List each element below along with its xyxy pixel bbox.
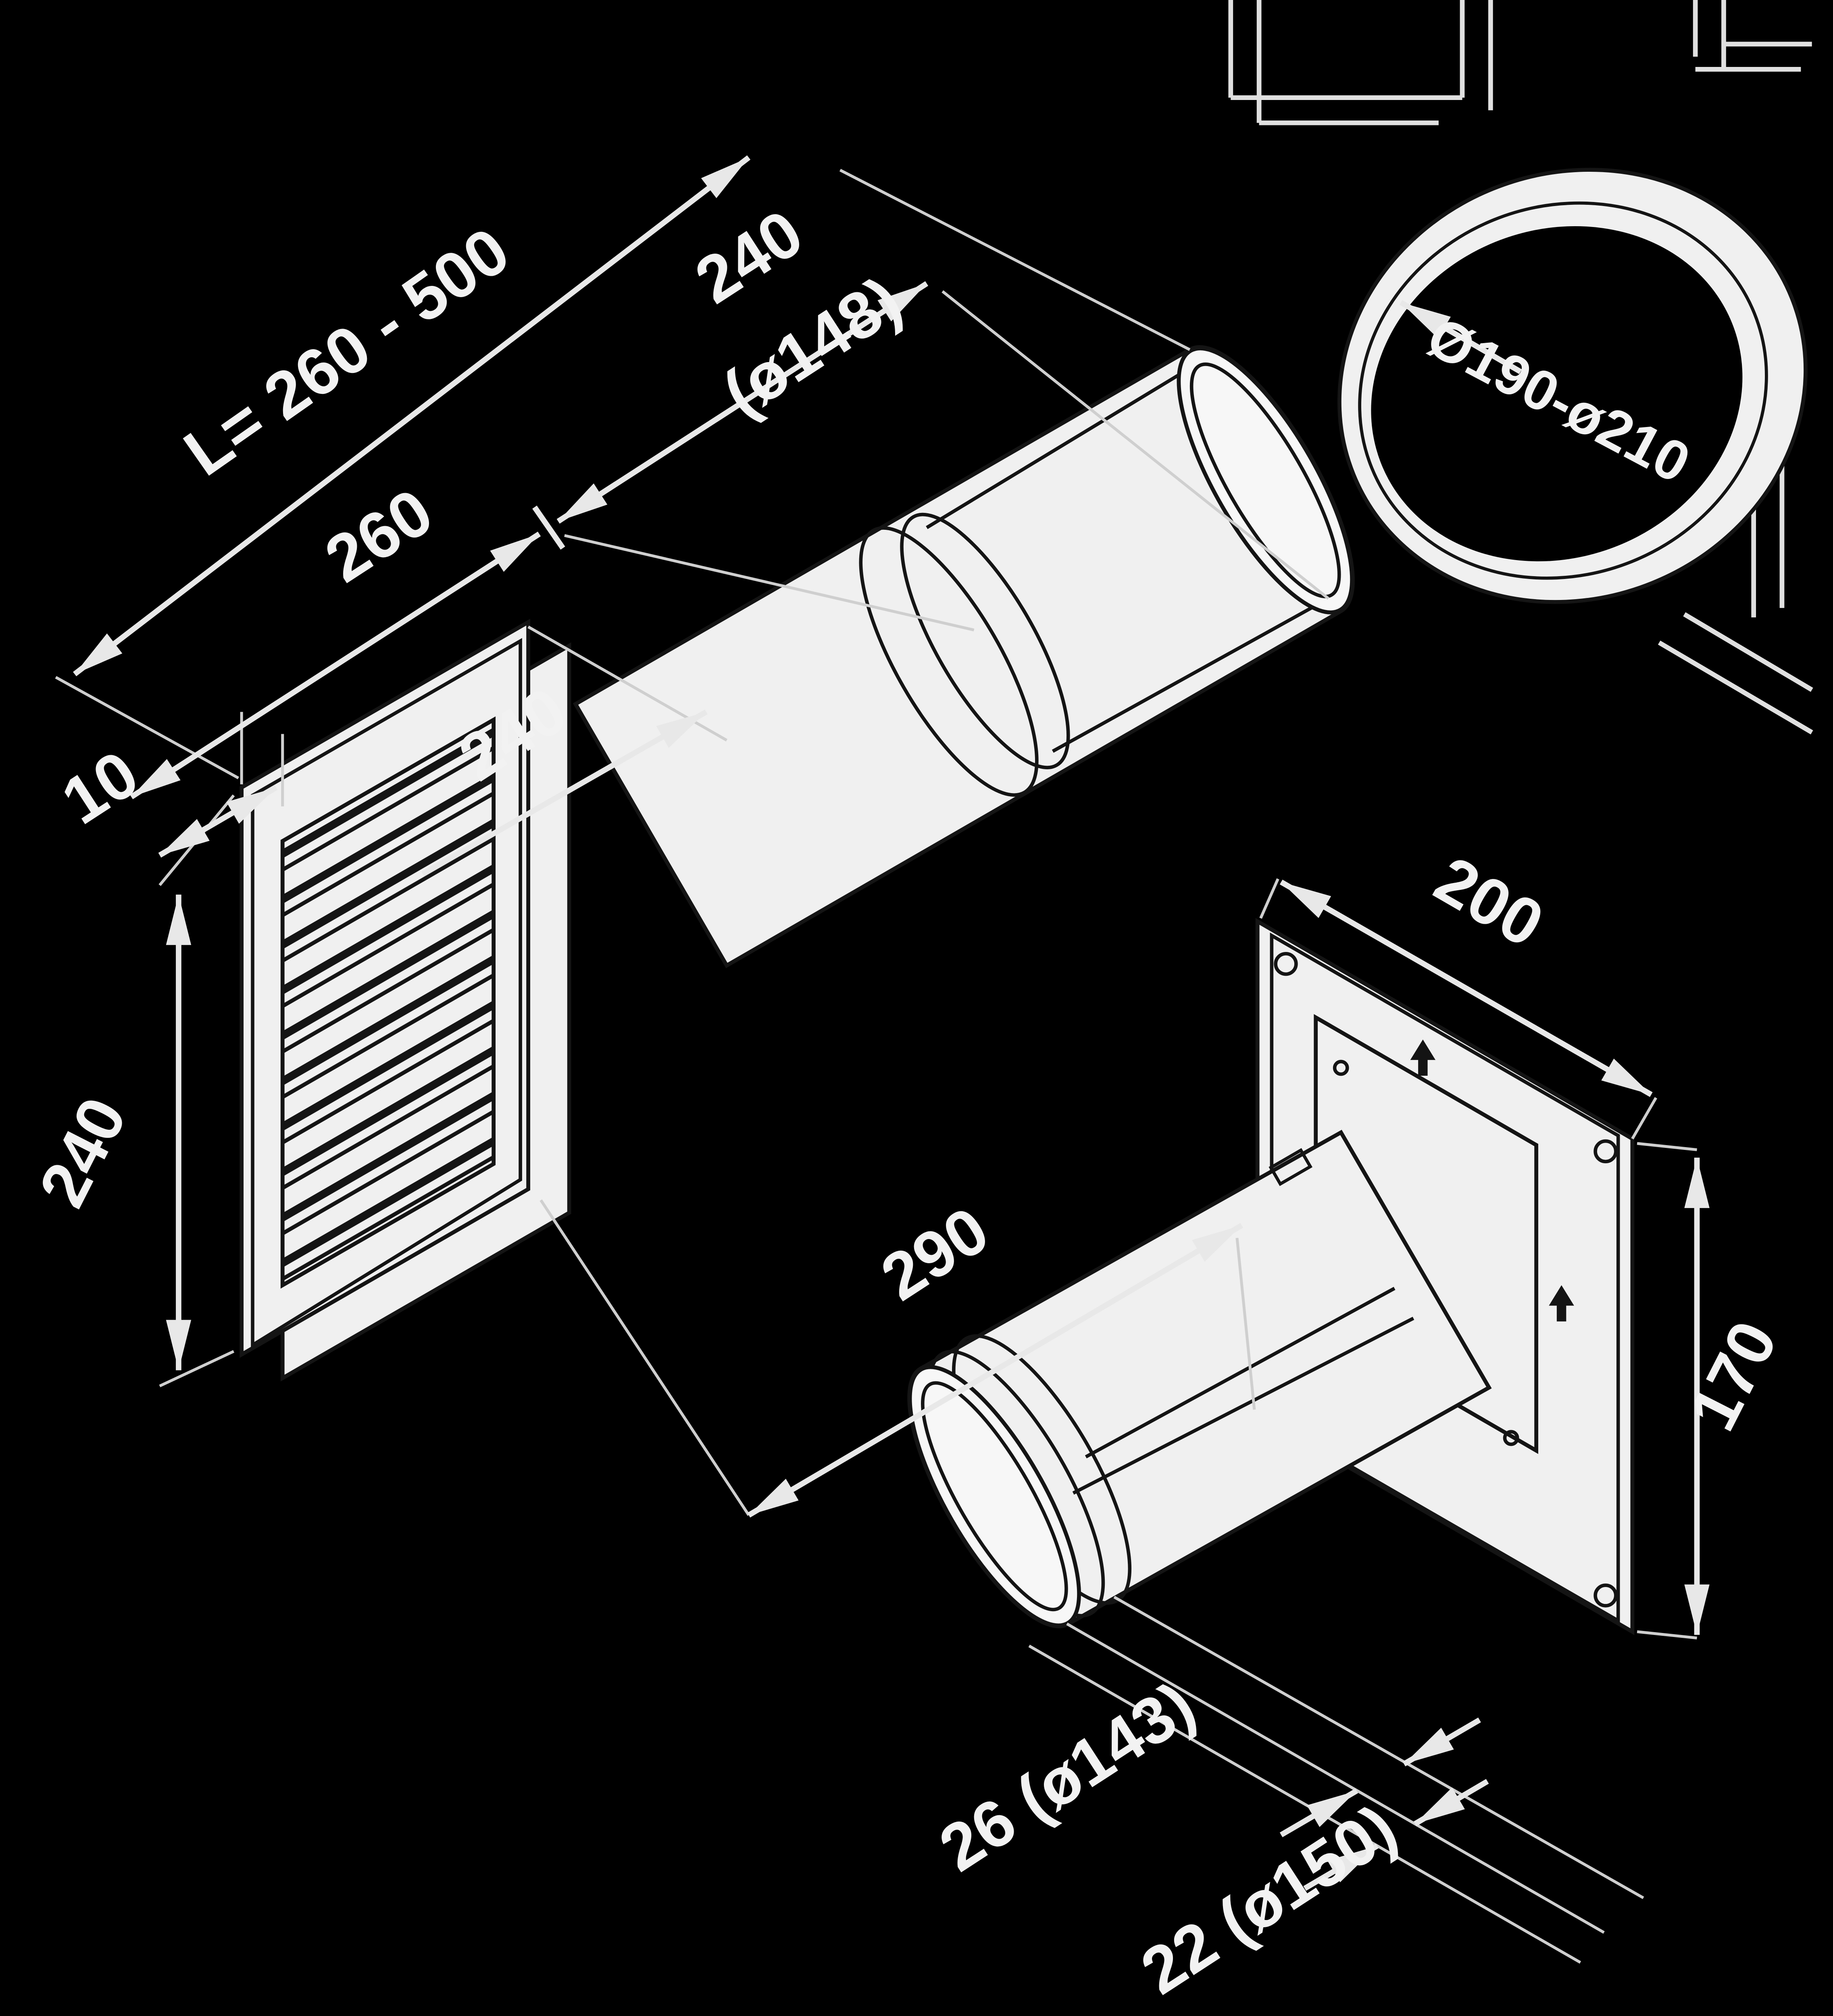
label-length-range: L= 260 - 500 <box>171 213 522 490</box>
extension-line <box>1637 1630 1697 1639</box>
dim-arrow-rim-a <box>1303 1843 1379 1891</box>
ring-opening <box>1371 226 1743 562</box>
label-grille-height: 240 <box>25 1086 141 1218</box>
dim-line-fixed-section <box>130 531 541 800</box>
extension-line <box>1259 878 1279 919</box>
tube-end-cap <box>1177 346 1354 614</box>
extension-line <box>839 169 1191 351</box>
tube-seam-bottom <box>1052 597 1329 753</box>
tube-end-rim <box>1189 362 1341 598</box>
dim-line-wall-hole <box>1399 300 1522 374</box>
extension-line <box>1631 1097 1658 1139</box>
dim-line-length-range <box>73 155 751 677</box>
label-collar-depth: 26 (ø143) <box>927 1667 1208 1885</box>
damper-clip <box>1269 1148 1313 1186</box>
wall-line <box>1658 640 1813 735</box>
extension-line <box>1066 1622 1605 1934</box>
label-flange-height: 170 <box>1675 1310 1791 1441</box>
extension-line <box>159 1350 235 1387</box>
dim-line-grille-depth <box>158 785 278 858</box>
dim-arrow-collar-b <box>1402 1717 1481 1766</box>
dim-chain-tick <box>532 505 565 550</box>
screw-hole <box>1593 1139 1618 1164</box>
dim-line-grille-width <box>421 709 708 877</box>
dim-arrow-rim-b <box>1413 1779 1489 1826</box>
label-fixed-section: 260 <box>312 474 445 596</box>
dimension-lines <box>73 155 1710 1891</box>
telescopic-sleeve-tube <box>573 345 1355 968</box>
dim-line-flange-width <box>1279 879 1653 1097</box>
ring-rim-line <box>1358 201 1768 580</box>
wall-line <box>1683 612 1813 692</box>
tube-joint-ring-1 <box>859 526 1039 797</box>
dim-line-telescopic-section <box>556 281 929 524</box>
label-flange-width: 200 <box>1423 842 1556 961</box>
extension-line <box>941 290 1329 600</box>
screw-hole <box>1593 1583 1618 1608</box>
dim-line-duct-length <box>747 1223 1244 1518</box>
label-duct-length: 290 <box>868 1192 1001 1314</box>
extension-line <box>539 1199 750 1516</box>
extension-line <box>158 794 235 886</box>
orientation-arrow-icon <box>1549 1285 1574 1322</box>
pilot-hole <box>1503 1430 1519 1446</box>
label-telescopic-section: 240 <box>682 195 815 317</box>
extension-line <box>1637 1142 1697 1152</box>
label-rim-depth: 22 (ø150) <box>1128 1790 1409 2008</box>
wall-hole-ring <box>1337 168 1808 604</box>
extension-line <box>1113 1595 1644 1899</box>
dim-arrow-collar-a <box>1279 1788 1358 1837</box>
tube-seam-top <box>926 364 1196 529</box>
extension-line <box>1028 1644 1581 1964</box>
label-grille-depth: 10 <box>49 736 151 838</box>
